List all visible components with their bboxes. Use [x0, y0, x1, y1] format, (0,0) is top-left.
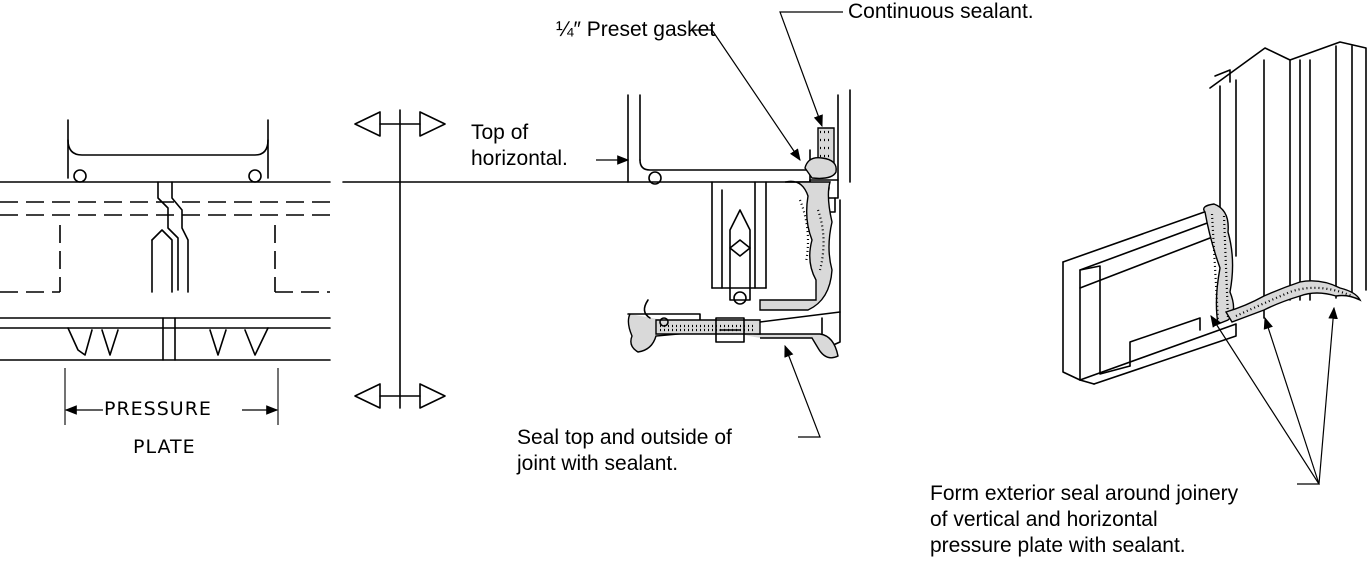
- preset-gasket-label: ¼″ Preset gasket: [556, 18, 716, 41]
- top-of-horizontal-label: Top of horizontal.: [471, 121, 568, 170]
- form-exterior-seal-label: Form exterior seal around joinery of ver…: [930, 482, 1239, 557]
- continuous-sealant-label: Continuous sealant.: [848, 0, 1034, 23]
- pressure-label: PRESSURE: [104, 398, 212, 420]
- isometric-joinery: [1062, 41, 1367, 385]
- seal-top-outside-label: Seal top and outside of joint with seala…: [517, 426, 732, 475]
- double-arrow-symbol: [342, 109, 811, 409]
- horizontal-section: [627, 89, 851, 359]
- plate-label: PLATE: [133, 436, 196, 458]
- leader-lines: [596, 11, 1338, 485]
- pressure-plate-elevation: [0, 119, 331, 425]
